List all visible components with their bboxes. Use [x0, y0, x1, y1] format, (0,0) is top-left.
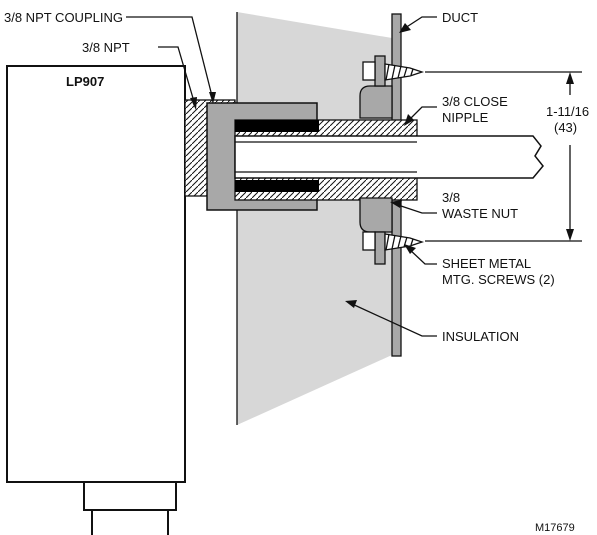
bracket-bottom [374, 231, 386, 265]
seal-ring-top [235, 120, 319, 132]
screws-label-2: MTG. SCREWS (2) [442, 272, 555, 287]
leader-duct-arrow [399, 23, 411, 33]
waste-nut-top [359, 85, 393, 119]
duct-label: DUCT [442, 10, 478, 25]
seal-ring-bottom [235, 180, 319, 192]
npt-label: 3/8 NPT [82, 40, 130, 55]
close-nipple-label-1: 3/8 CLOSE [442, 94, 508, 109]
dimension-label-1: 1-11/16 [546, 104, 589, 119]
leader-duct [401, 16, 437, 31]
dimension-arrow-up [566, 72, 574, 84]
leader-coupling [126, 16, 214, 101]
dimension-label-2: (43) [554, 120, 577, 135]
screw-top [362, 61, 425, 81]
leader-npt-arrow [190, 97, 197, 110]
figure-id: M17679 [535, 522, 575, 534]
lp907-bottom-fitting [83, 482, 177, 511]
bracket-top [374, 55, 386, 87]
screw-bottom [362, 231, 425, 251]
dimension-arrow-down [566, 229, 574, 241]
leader-npt [158, 46, 196, 106]
leader-screws-arrow [404, 244, 416, 254]
screws-label-1: SHEET METAL [442, 256, 531, 271]
device-label: LP907 [66, 74, 104, 89]
lp907-bottom-stem [91, 510, 169, 535]
waste-nut-label-2: WASTE NUT [442, 206, 518, 221]
waste-nut-label-1: 3/8 [442, 190, 460, 205]
leader-coupling-arrow [209, 92, 216, 104]
leader-waste-nut [394, 203, 437, 214]
insulation-label: INSULATION [442, 329, 519, 344]
leader-close-nipple [406, 106, 437, 123]
waste-nut-bottom [359, 197, 393, 233]
close-nipple-label-2: NIPPLE [442, 110, 489, 125]
leader-close-nipple-arrow [404, 114, 414, 126]
leader-screws [407, 247, 437, 265]
sensing-tube [234, 135, 544, 179]
leader-insulation [349, 302, 437, 337]
leader-waste-nut-arrow [390, 200, 402, 208]
coupling-label: 3/8 NPT COUPLING [4, 10, 123, 25]
leader-insulation-arrow [345, 300, 357, 308]
lp907-housing [6, 65, 186, 483]
